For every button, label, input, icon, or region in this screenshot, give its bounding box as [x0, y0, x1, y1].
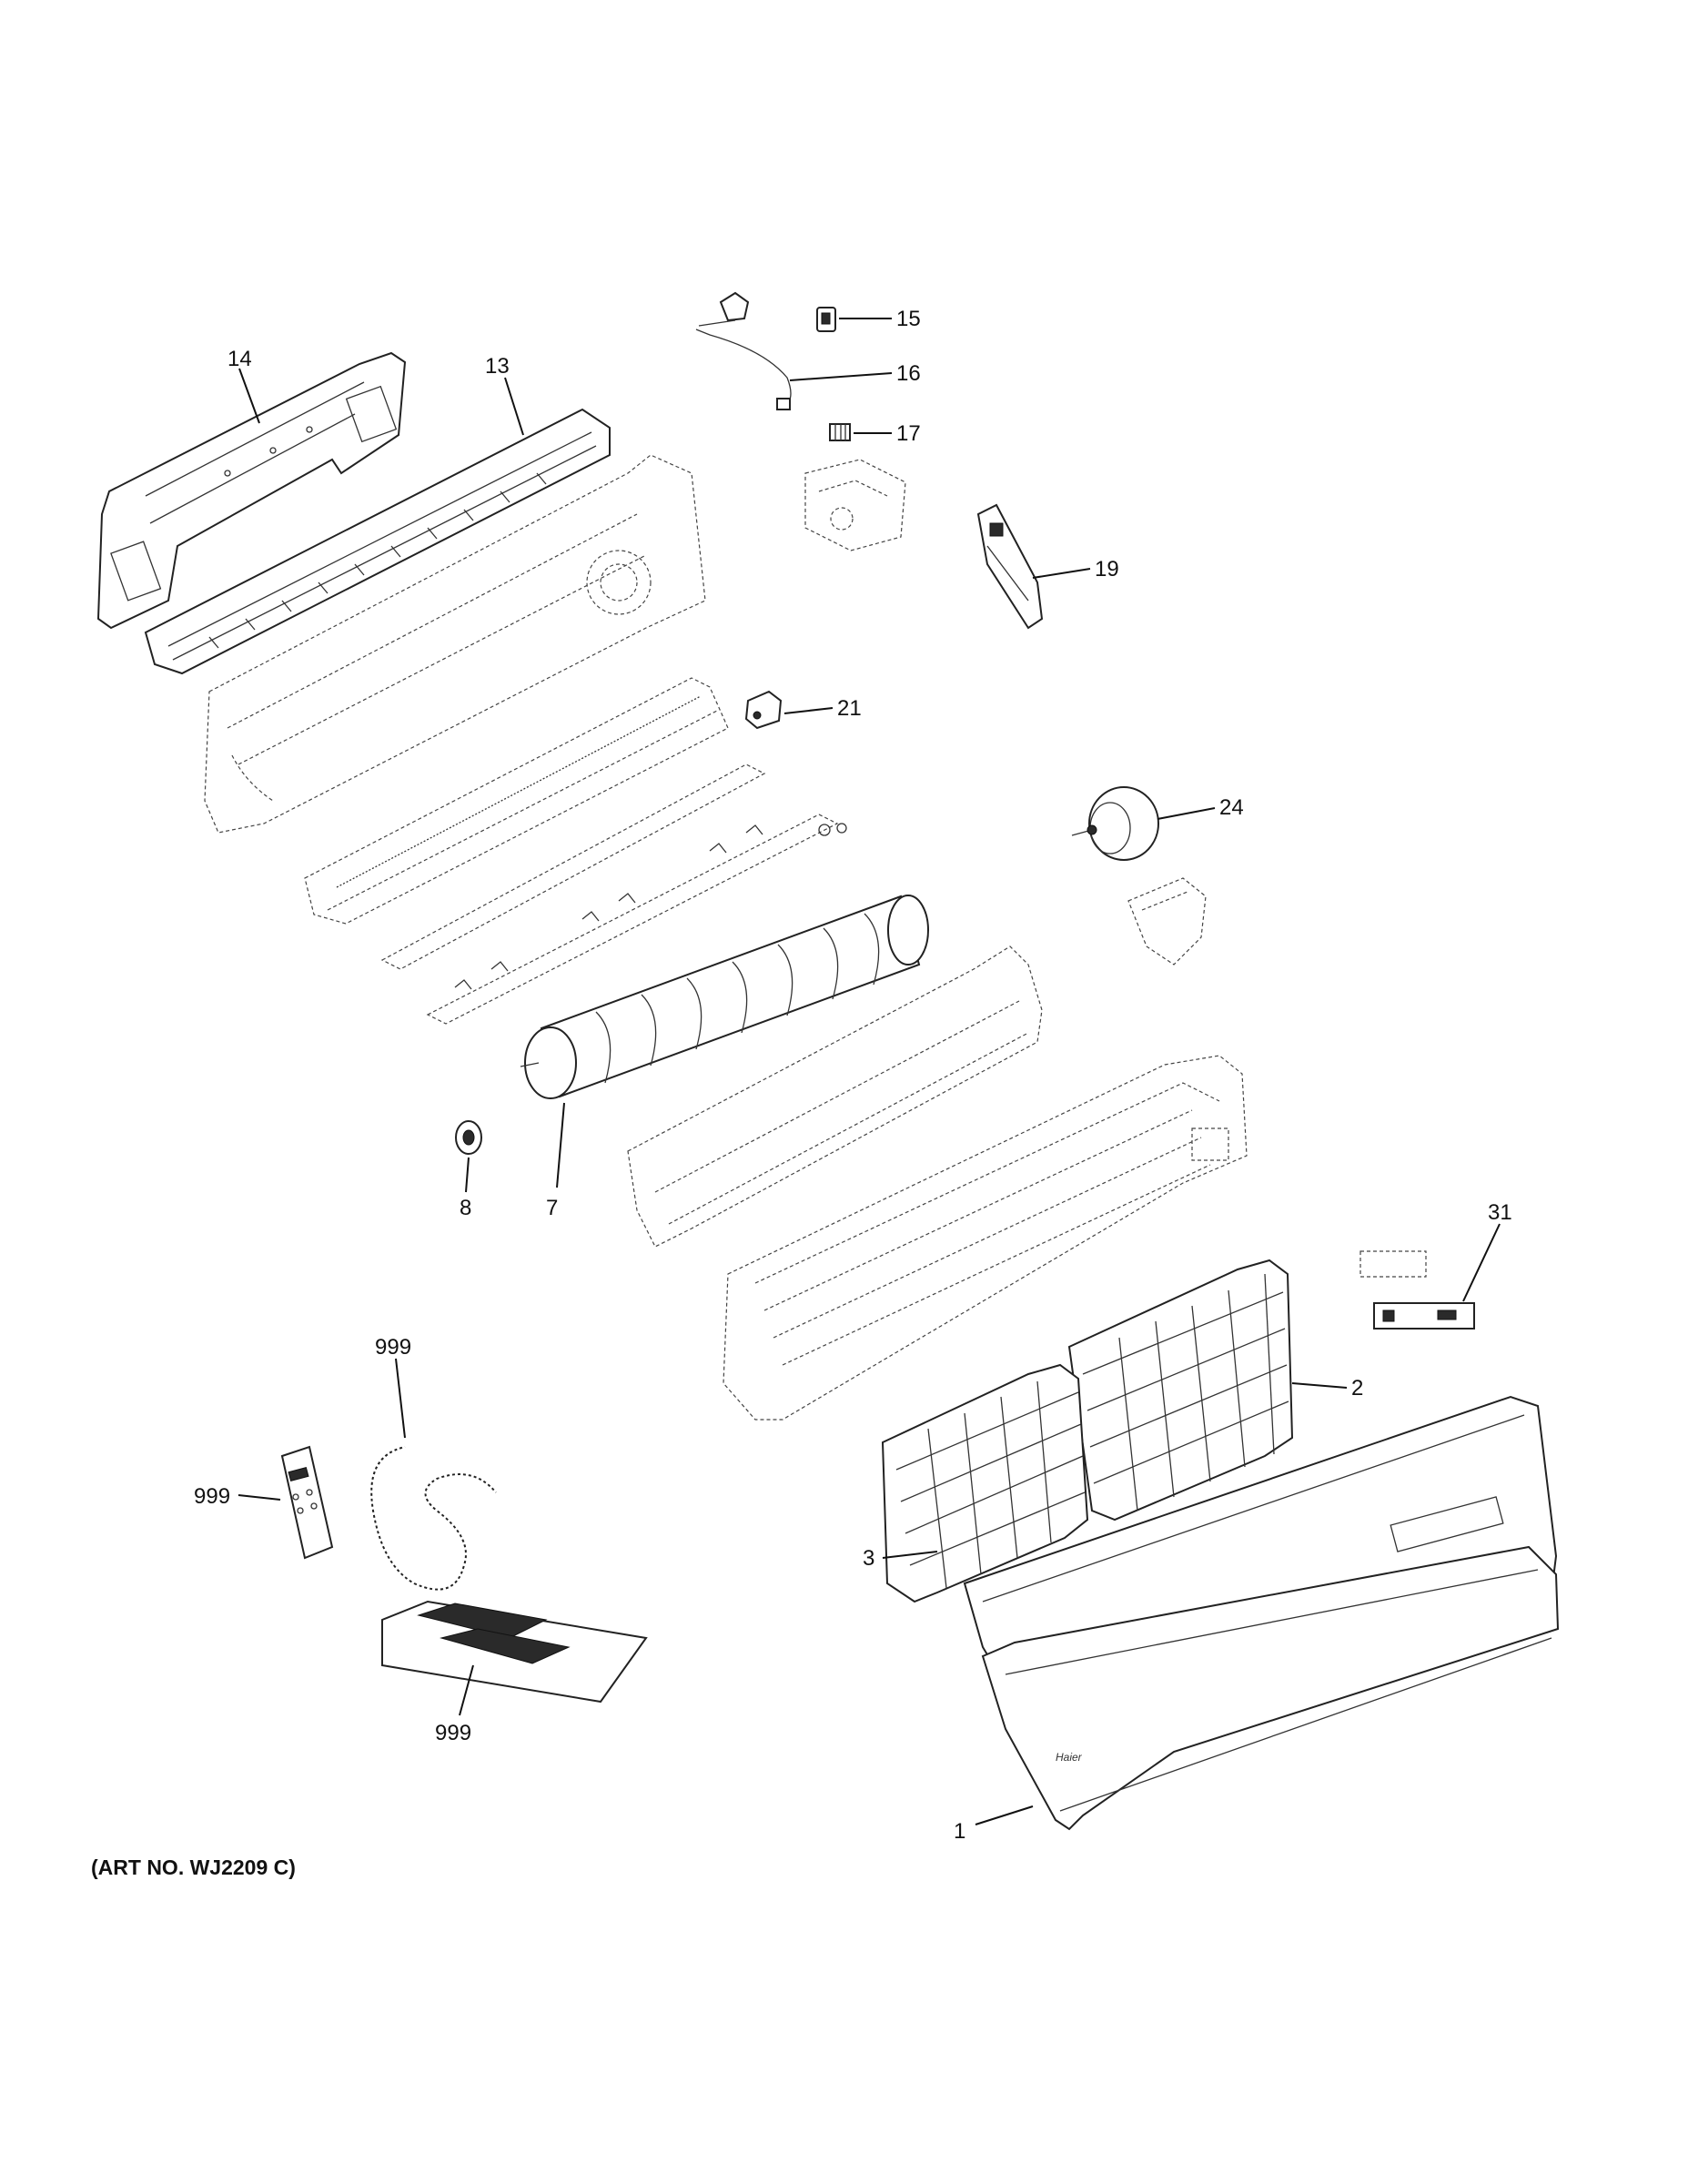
callout-8[interactable]: 8 — [460, 1196, 471, 1220]
callout-13[interactable]: 13 — [485, 354, 510, 379]
leader-24 — [1157, 807, 1216, 820]
callout-1[interactable]: 1 — [954, 1819, 965, 1844]
leader-31 — [1462, 1223, 1501, 1302]
part-motor-bracket[interactable] — [1127, 877, 1207, 966]
leader-8 — [465, 1157, 470, 1193]
callout-2[interactable]: 2 — [1351, 1376, 1363, 1400]
leader-999-cable — [395, 1358, 406, 1439]
part-999-cable[interactable] — [369, 1445, 498, 1592]
part-7-blower-wheel[interactable] — [520, 895, 929, 1099]
part-17-terminal[interactable] — [829, 423, 851, 441]
leader-3 — [882, 1551, 938, 1559]
callout-999-pack[interactable]: 999 — [435, 1721, 471, 1745]
part-24-fan-motor[interactable] — [1071, 786, 1159, 861]
callout-21[interactable]: 21 — [837, 696, 862, 721]
leader-21 — [783, 707, 834, 714]
callout-15[interactable]: 15 — [896, 307, 921, 331]
part-evaporator-louver[interactable] — [304, 677, 729, 925]
callout-31[interactable]: 31 — [1488, 1200, 1512, 1225]
brand-logo: Haier — [1056, 1751, 1083, 1764]
callout-14[interactable]: 14 — [227, 347, 252, 371]
callout-16[interactable]: 16 — [896, 361, 921, 386]
leader-14 — [238, 368, 260, 424]
callout-19[interactable]: 19 — [1095, 557, 1119, 581]
callout-7[interactable]: 7 — [546, 1196, 558, 1220]
part-8-bearing[interactable] — [455, 1120, 482, 1155]
part-front-housing[interactable] — [723, 1055, 1248, 1421]
callout-999-remote[interactable]: 999 — [194, 1484, 230, 1509]
leader-19 — [1032, 568, 1091, 579]
part-vertical-vanes[interactable] — [380, 763, 847, 1025]
callout-24[interactable]: 24 — [1219, 795, 1244, 820]
art-number: (ART NO. WJ2209 C) — [91, 1855, 296, 1879]
part-control-box[interactable] — [804, 459, 906, 551]
part-16-sensor-wire[interactable] — [695, 291, 792, 410]
leader-1 — [975, 1805, 1034, 1825]
leader-7 — [556, 1102, 565, 1188]
leader-2 — [1291, 1382, 1348, 1389]
part-2-air-filter-right[interactable] — [1067, 1259, 1294, 1522]
part-19-pcb[interactable] — [976, 503, 1044, 630]
callout-17[interactable]: 17 — [896, 421, 921, 446]
part-15-connector[interactable] — [816, 307, 836, 332]
part-13-top-grille[interactable] — [144, 408, 611, 675]
part-chassis-base[interactable] — [204, 454, 706, 834]
leader-999-pack — [459, 1664, 474, 1716]
part-drain-pan[interactable] — [627, 945, 1043, 1248]
part-14-mounting-plate[interactable] — [96, 351, 407, 630]
part-31-display-boards[interactable] — [1359, 1250, 1475, 1330]
part-3-air-filter-left[interactable] — [881, 1363, 1089, 1603]
part-999-accessory-pack[interactable] — [381, 1600, 648, 1704]
part-21-bearing[interactable] — [744, 690, 783, 730]
callout-3[interactable]: 3 — [863, 1546, 874, 1571]
leader-999-remote — [238, 1494, 281, 1501]
leader-16 — [789, 372, 893, 381]
leader-13 — [504, 377, 524, 436]
callout-999-cable[interactable]: 999 — [375, 1335, 411, 1360]
part-1-front-panel[interactable]: Haier — [981, 1545, 1560, 1831]
part-999-remote[interactable] — [280, 1445, 334, 1560]
